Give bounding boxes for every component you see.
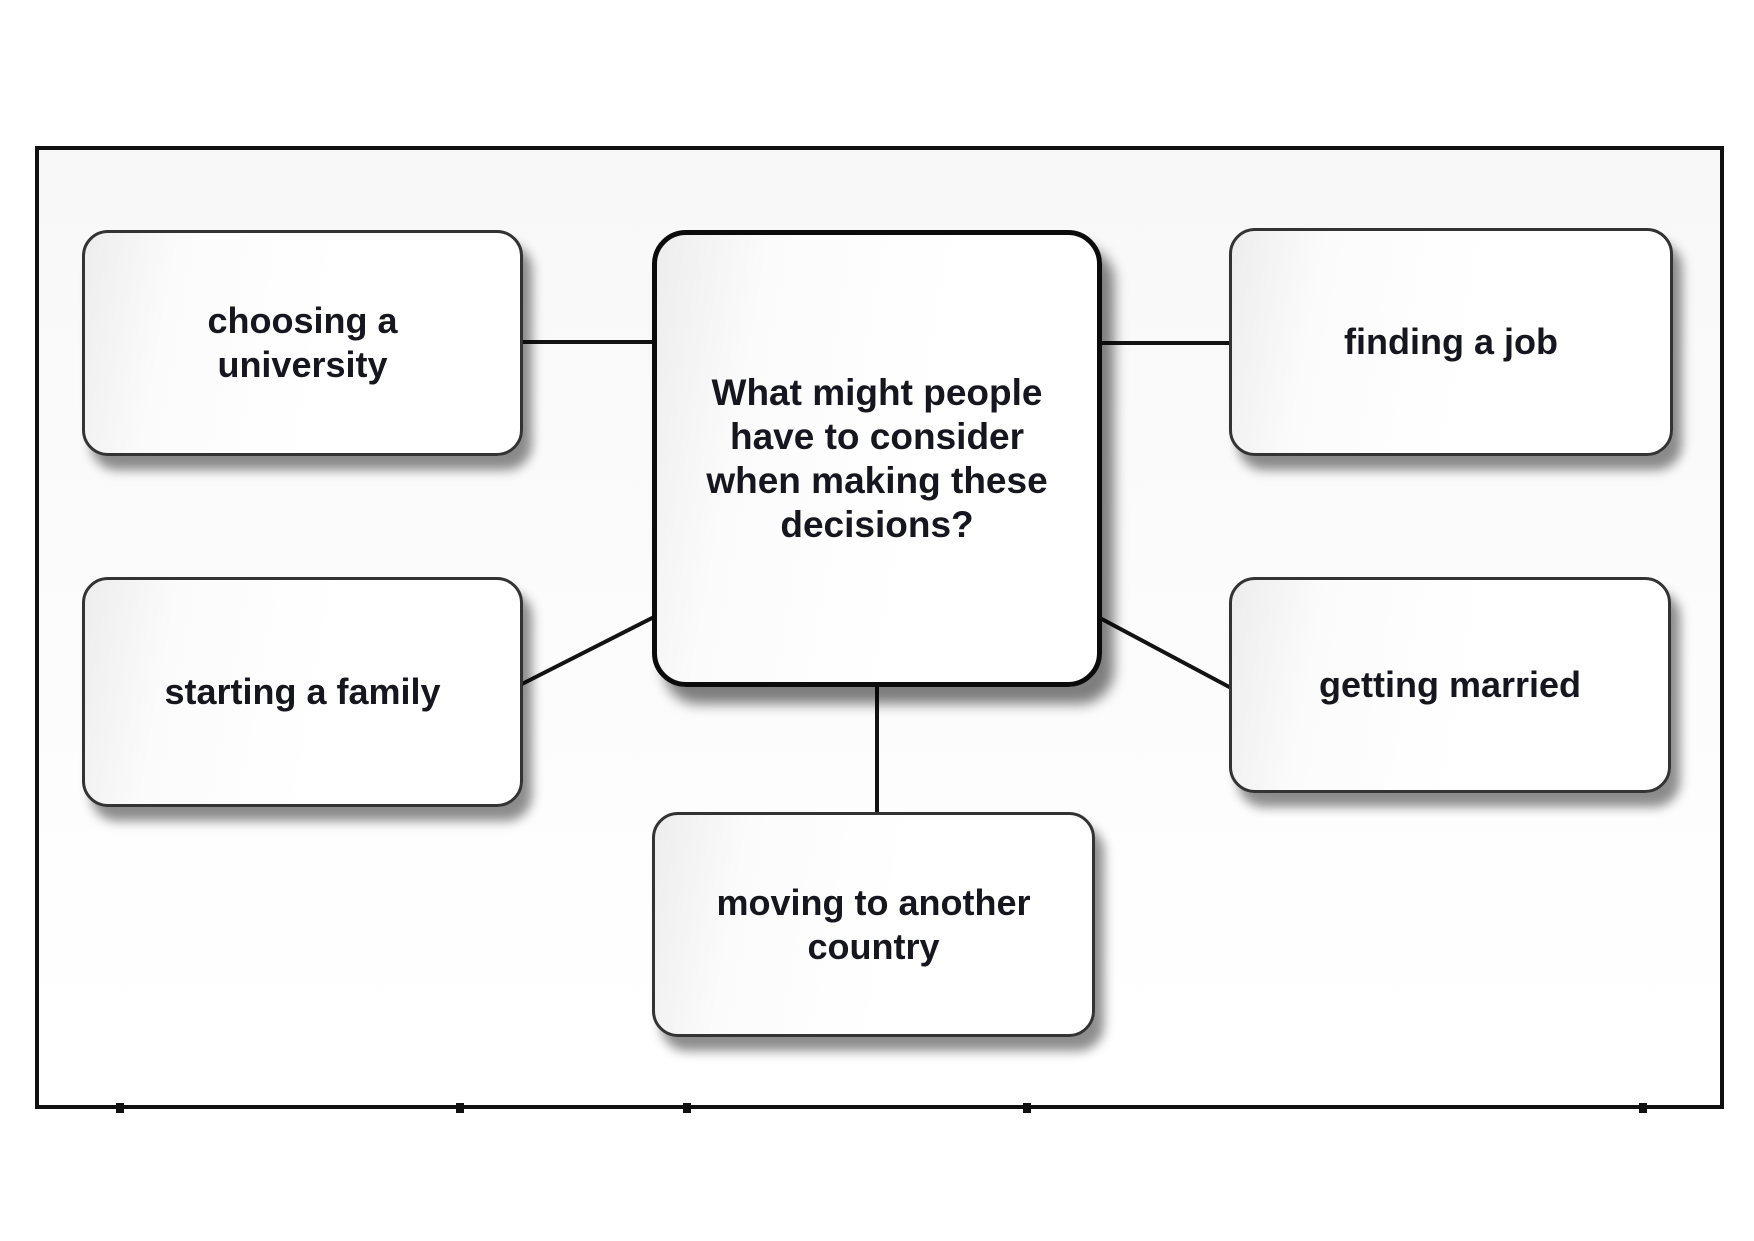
- frame-tick-mark: [116, 1103, 124, 1113]
- frame-tick-mark: [1639, 1103, 1647, 1113]
- central-question-box: What might people have to consider when …: [652, 230, 1102, 687]
- node-label: moving to another country: [655, 881, 1092, 969]
- node-finding-a-job: finding a job: [1229, 228, 1673, 456]
- central-question-line: when making these: [706, 459, 1048, 501]
- node-label: starting a family: [85, 670, 520, 714]
- node-label-line: moving to another: [716, 881, 1031, 923]
- node-label-line: finding a job: [1344, 321, 1558, 362]
- central-question-line: What might people: [711, 371, 1043, 413]
- frame-tick-mark: [456, 1103, 464, 1113]
- node-label-line: getting married: [1318, 664, 1582, 705]
- node-label-line: starting a family: [164, 671, 441, 712]
- node-label: getting married: [1232, 663, 1668, 707]
- node-label: choosing a university: [85, 299, 520, 387]
- central-question-line: decisions?: [780, 503, 974, 545]
- node-label-line: choosing a: [207, 300, 398, 341]
- node-moving-to-another-country: moving to another country: [652, 812, 1095, 1037]
- frame-tick-mark: [1023, 1103, 1031, 1113]
- node-label-line: country: [807, 925, 940, 967]
- node-choosing-a-university: choosing a university: [82, 230, 523, 456]
- central-question-label: What might people have to consider when …: [657, 371, 1097, 547]
- node-getting-married: getting married: [1229, 577, 1671, 793]
- frame-tick-mark: [683, 1103, 691, 1113]
- node-label-line: university: [217, 344, 388, 385]
- node-starting-a-family: starting a family: [82, 577, 523, 807]
- central-question-line: have to consider: [729, 415, 1025, 457]
- node-label: finding a job: [1232, 320, 1670, 364]
